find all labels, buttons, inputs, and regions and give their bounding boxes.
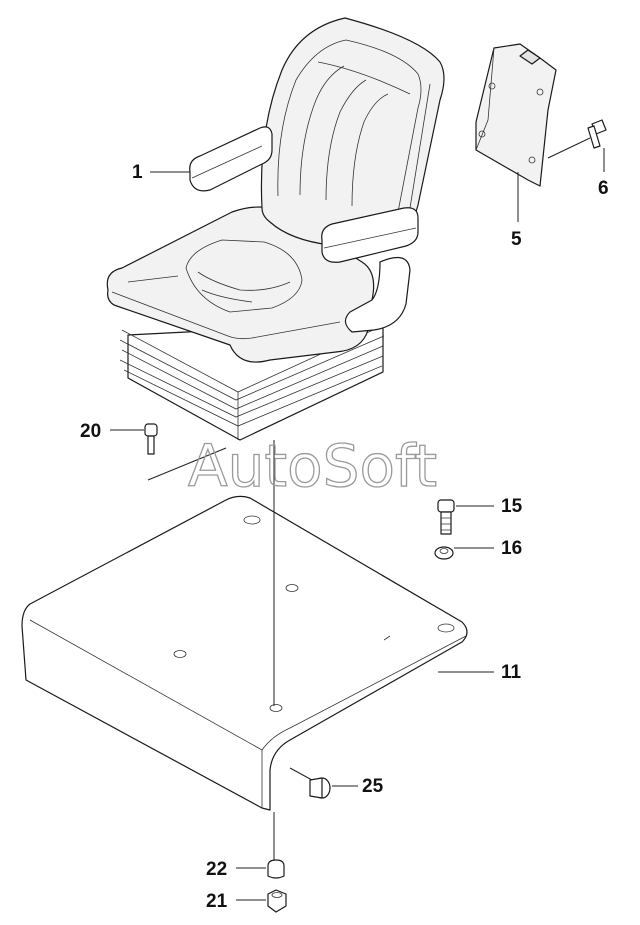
seat-assembly[interactable]: [106, 17, 445, 441]
right-armrest: [321, 207, 419, 333]
nut-22[interactable]: [267, 859, 285, 879]
fastener-25[interactable]: [309, 777, 331, 799]
base-plate[interactable]: [21, 495, 468, 811]
left-armrest: [189, 126, 273, 192]
callout-15[interactable]: 15: [501, 496, 523, 517]
callout-25[interactable]: 25: [362, 776, 384, 797]
bolt-20[interactable]: [144, 423, 158, 455]
seat-cushion: [106, 206, 375, 363]
washer-16[interactable]: [434, 546, 454, 560]
callout-21[interactable]: 21: [206, 891, 228, 912]
callout-22[interactable]: 22: [206, 859, 227, 880]
callout-16[interactable]: 16: [501, 538, 522, 559]
bolt-15[interactable]: [437, 499, 455, 535]
bolt-6[interactable]: [587, 119, 607, 149]
watermark: AutoSoft: [188, 432, 437, 500]
seat-backrest: [260, 17, 445, 246]
callout-11[interactable]: 11: [501, 662, 522, 683]
callout-5[interactable]: 5: [511, 229, 522, 250]
bracket-plate[interactable]: [475, 43, 557, 187]
callout-20[interactable]: 20: [80, 421, 101, 442]
callout-6[interactable]: 6: [598, 178, 609, 199]
nut-21[interactable]: [267, 889, 287, 913]
callout-1[interactable]: 1: [132, 162, 143, 183]
